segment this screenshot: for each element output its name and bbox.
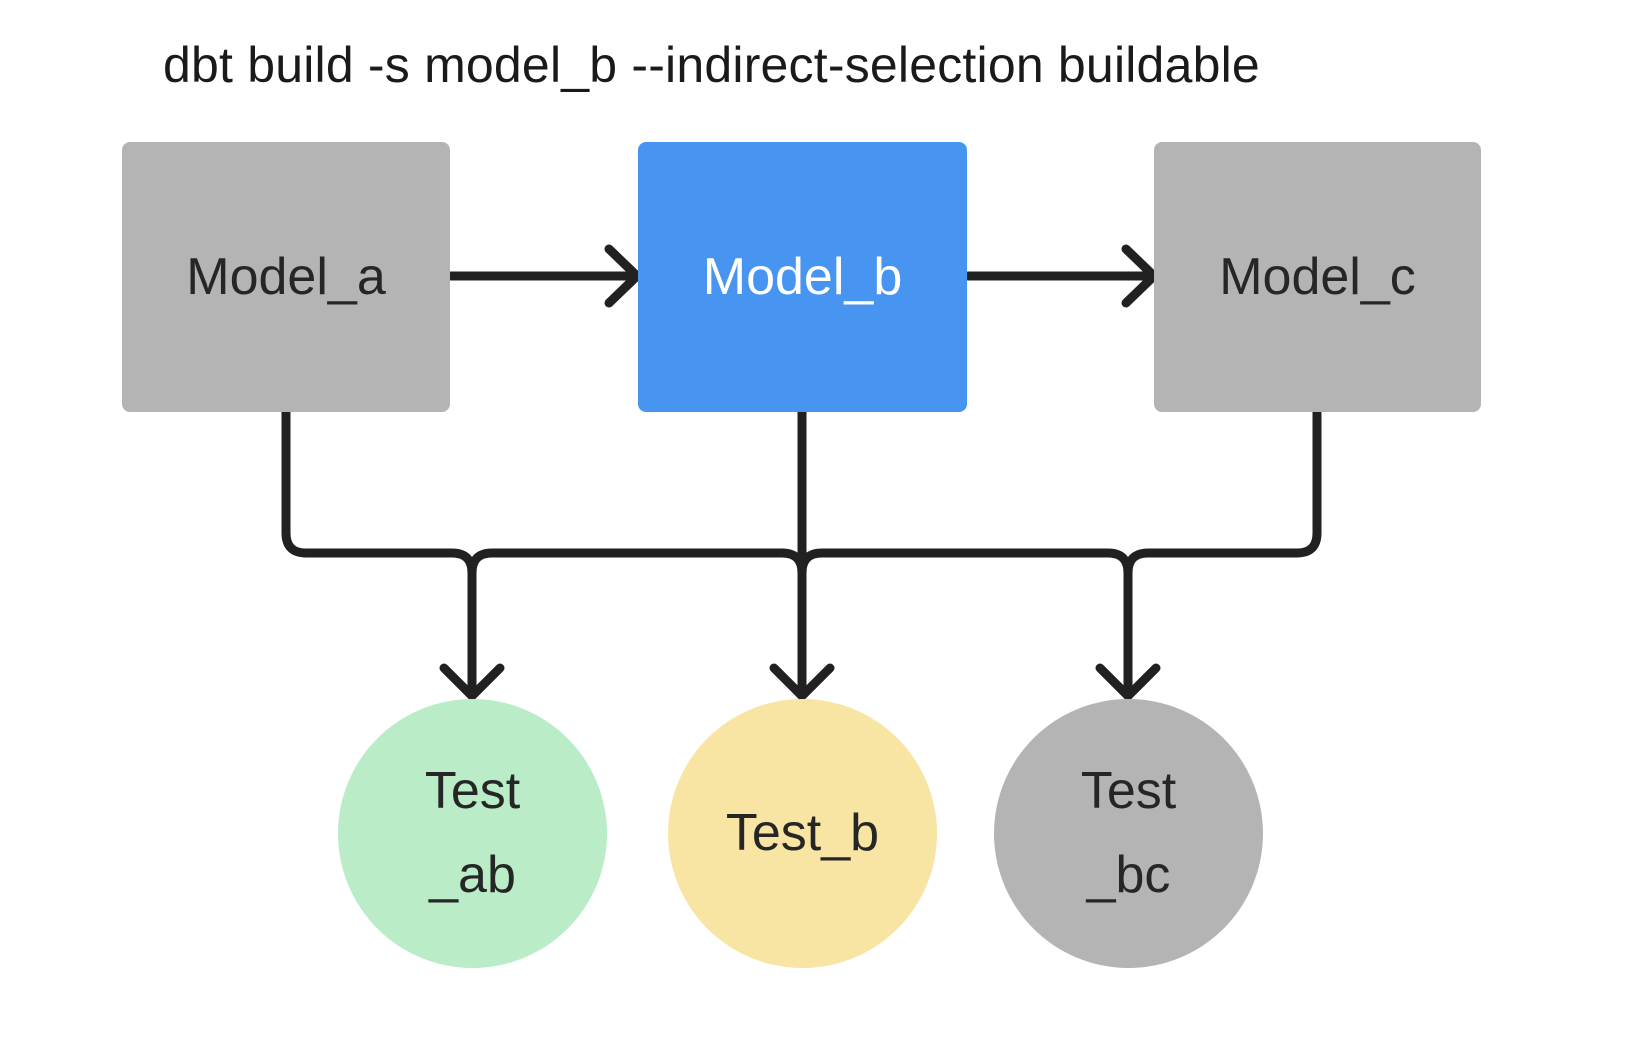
edge-model-a-drop xyxy=(281,407,477,691)
arrow-model-a-to-model-b xyxy=(445,244,642,308)
node-test-bc-label-line1: Test xyxy=(1080,762,1177,821)
arrowhead-test-ab-icon xyxy=(439,663,505,701)
arrow-a-b-head-icon xyxy=(604,244,642,308)
node-test-ab-label-line2: _ab xyxy=(429,845,516,904)
arrow-model-b-to-model-c xyxy=(963,244,1159,308)
node-test-bc: Test _bc xyxy=(994,699,1263,968)
arrowhead-test-b-icon xyxy=(769,663,835,701)
node-test-b: Test_b xyxy=(668,699,937,968)
node-model-a-label: Model_a xyxy=(186,248,386,306)
edge-model-c-drop xyxy=(1123,407,1322,578)
edge-bus-segment-left xyxy=(467,548,807,578)
edge-models-to-tests-bus xyxy=(281,407,1322,701)
node-test-ab-label-line1: Test xyxy=(424,762,521,821)
node-model-b: Model_b xyxy=(638,142,967,412)
edge-bus-segment-right xyxy=(797,548,1133,691)
node-test-b-label: Test_b xyxy=(725,803,880,862)
node-test-ab: Test _ab xyxy=(338,699,607,968)
arrowhead-test-bc-icon xyxy=(1095,663,1161,701)
node-test-bc-label-line2: _bc xyxy=(1086,845,1171,904)
node-model-c: Model_c xyxy=(1154,142,1481,412)
diagram-title: dbt build -s model_b --indirect-selectio… xyxy=(163,37,1260,93)
node-model-a: Model_a xyxy=(122,142,450,412)
node-model-b-label: Model_b xyxy=(702,248,903,306)
node-model-c-label: Model_c xyxy=(1219,248,1416,306)
